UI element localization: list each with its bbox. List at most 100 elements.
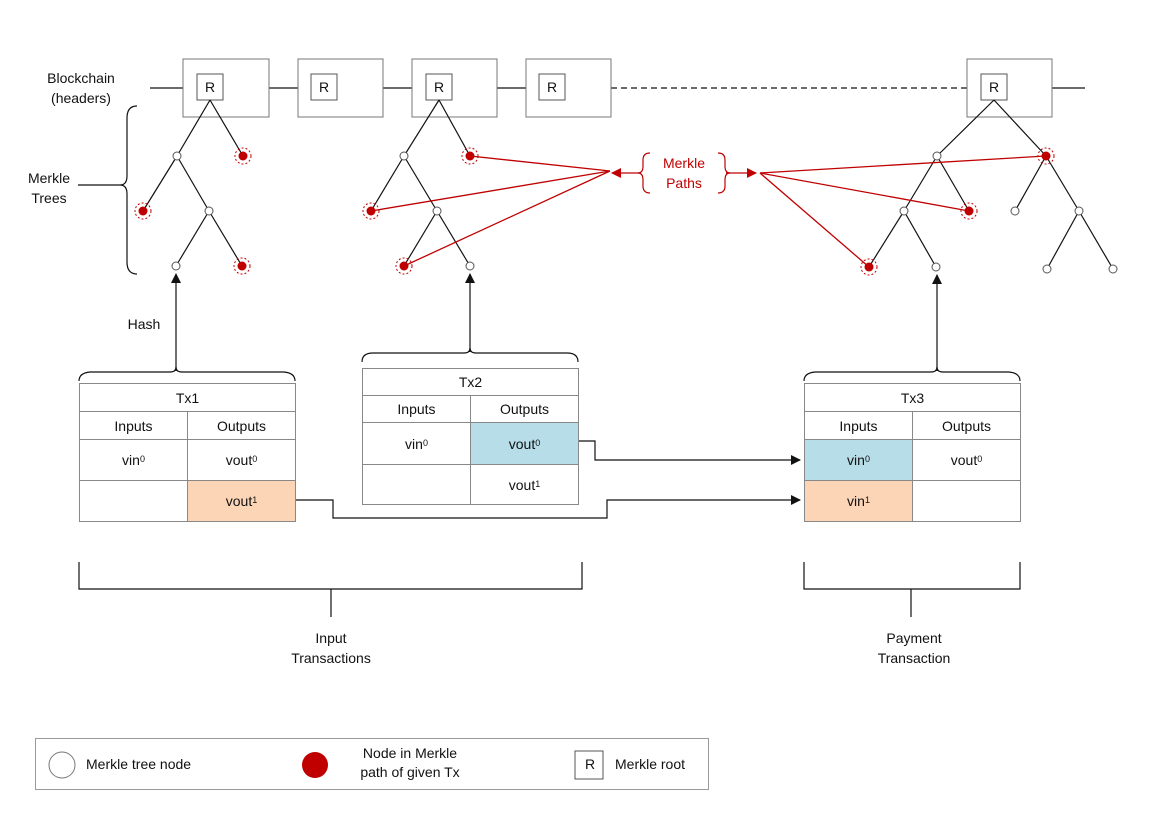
- input-transactions-label: Input Transactions: [266, 628, 396, 668]
- path-node: [461, 147, 479, 165]
- tx3-vout0-index: 0: [977, 454, 983, 464]
- path-node: [960, 202, 978, 220]
- input-transactions-label-line1: Input: [315, 630, 347, 646]
- tx3-vin0-index: 0: [864, 454, 870, 464]
- merkle-root-3: [425, 73, 453, 101]
- merkle-paths-label-line1: Merkle: [662, 155, 705, 171]
- tree-node: [932, 151, 942, 161]
- tx1-inputs-header: Inputs: [114, 417, 153, 434]
- merkle-trees-brace: [119, 105, 138, 275]
- legend-node-label: Merkle tree node: [86, 756, 192, 772]
- root-letter-4: R: [547, 79, 557, 95]
- path-node: [233, 257, 251, 275]
- tx1-vout1-index: 1: [252, 495, 258, 505]
- merkle-paths-label: Merkle Paths: [650, 153, 718, 193]
- payment-transaction-label: Payment Transaction: [851, 628, 977, 668]
- tree-node: [1010, 206, 1020, 216]
- tx2-outputs-header: Outputs: [470, 396, 578, 422]
- tx2-vout1-text: vout: [508, 476, 536, 493]
- tx1-vin0-index: 0: [139, 454, 145, 464]
- spend-arrows: [295, 440, 801, 519]
- tree-node: [204, 206, 214, 216]
- root-letter-2: R: [319, 79, 329, 95]
- path-node: [860, 258, 878, 276]
- tree-node: [931, 262, 941, 272]
- legend-path-node-line2: path of given Tx: [360, 764, 460, 780]
- tx1-outputs-header: Outputs: [187, 412, 295, 439]
- tx3-empty-cell: [912, 481, 1020, 521]
- block-header-n: [966, 58, 1053, 118]
- merkle-root-4: [538, 73, 566, 101]
- tx1-vout1-text: vout: [225, 493, 253, 509]
- merkle-nodes: [171, 151, 1118, 274]
- root-letter-n: R: [989, 79, 999, 95]
- tx2-vout0-index: 0: [535, 437, 541, 448]
- merkle-trees-label-line2: Trees: [31, 190, 67, 206]
- block-header-4: [525, 58, 612, 118]
- merkle-root-2: [310, 73, 338, 101]
- tx2-vout1-index: 1: [535, 478, 541, 489]
- path-node: [395, 257, 413, 275]
- merkle-path-lines: [370, 155, 1047, 268]
- tree-node: [432, 206, 442, 216]
- legend-path-node-icon: [302, 752, 328, 778]
- path-node: [1037, 147, 1055, 165]
- payment-transaction-label-line2: Transaction: [877, 650, 951, 666]
- legend-path-node-line1: Node in Merkle: [362, 745, 458, 761]
- legend-symbols: [48, 750, 604, 780]
- merkle-root-1: [196, 73, 224, 101]
- merkle-trees-label: Merkle Trees: [20, 168, 78, 208]
- tx3-inputs-header: Inputs: [839, 417, 878, 434]
- merkle-paths-label-line2: Paths: [666, 175, 702, 191]
- tx1-title: Tx1: [175, 389, 200, 406]
- tx3-outputs-header: Outputs: [912, 412, 1020, 439]
- tree-node: [172, 151, 182, 161]
- path-node: [134, 202, 152, 220]
- tree-node: [171, 261, 181, 271]
- tx-top-braces: [78, 347, 1021, 382]
- tree-node: [1042, 264, 1052, 274]
- hash-label: Hash: [127, 316, 161, 332]
- tx2-vin0-text: vin: [405, 435, 423, 452]
- block-header-1: [182, 58, 270, 118]
- merkle-roots: [196, 73, 1008, 101]
- blockchain-label-line2: (headers): [51, 90, 111, 106]
- payment-transaction-label-line1: Payment: [886, 630, 942, 646]
- blockchain-label: Blockchain (headers): [38, 68, 124, 108]
- tx3-vin1-text: vin: [847, 493, 865, 509]
- tree-node: [465, 261, 475, 271]
- merkle-tree-2: [370, 99, 471, 267]
- root-letter-3: R: [434, 79, 444, 95]
- tx1-vout0-index: 0: [252, 454, 258, 464]
- blockchain-label-line1: Blockchain: [47, 70, 115, 86]
- merkle-tree-3: [868, 99, 1114, 270]
- merkle-paths-brackets: [637, 152, 731, 194]
- tx3-vout0-text: vout: [950, 452, 978, 468]
- legend-root-letter: R: [585, 756, 596, 772]
- legend-path-node-label: Node in Merkle path of given Tx: [345, 744, 475, 782]
- tx1-empty-cell: [80, 481, 187, 521]
- tx1-vout0-text: vout: [225, 452, 253, 468]
- hash-arrows: [171, 273, 942, 371]
- tx3-title: Tx3: [900, 389, 925, 406]
- tree-node: [899, 206, 909, 216]
- tx1-vin0-text: vin: [122, 452, 140, 468]
- legend-root-icon: [574, 750, 604, 780]
- merkle-tree-1: [142, 99, 244, 267]
- block-header-3: [411, 58, 498, 118]
- tree-node: [1108, 264, 1118, 274]
- legend: R Merkle tree node Node in Merkle path o…: [35, 738, 709, 790]
- tx3-vin1-index: 1: [864, 495, 870, 505]
- path-node: [234, 147, 252, 165]
